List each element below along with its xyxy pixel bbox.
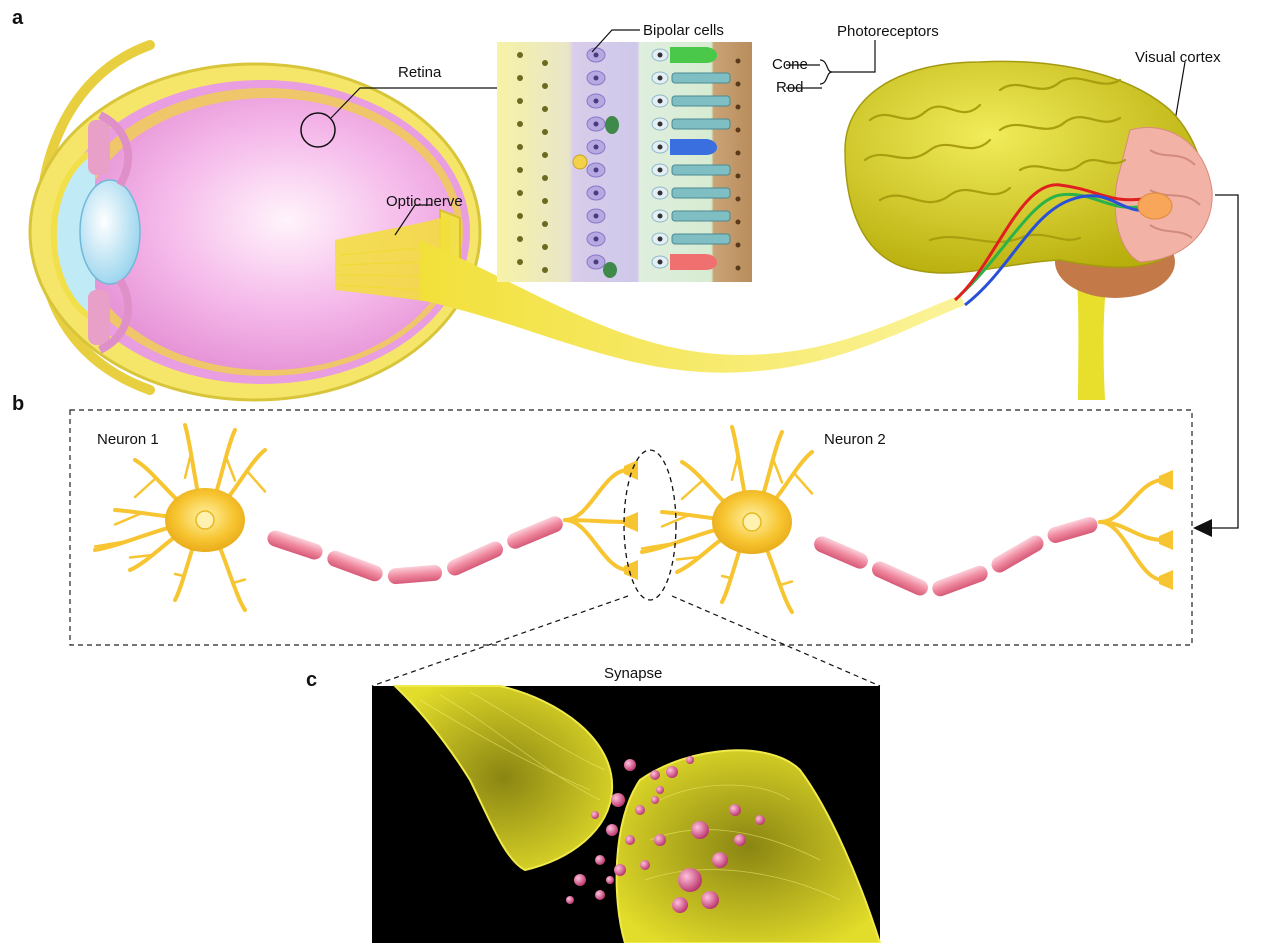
neurotransmitter-vesicle — [614, 864, 626, 876]
cortex-to-neuron-connector — [1193, 195, 1238, 537]
cone-cell — [670, 47, 717, 63]
retina-label: Retina — [398, 64, 442, 81]
myelin-segment — [325, 549, 385, 584]
myelin-segment — [444, 539, 505, 578]
neurotransmitter-vesicle — [635, 805, 645, 815]
rod-cell — [672, 119, 730, 129]
neuron-2-label: Neuron 2 — [824, 431, 886, 448]
neurotransmitter-vesicle — [650, 770, 660, 780]
neuron-1-label: Neuron 1 — [97, 431, 159, 448]
neurotransmitter-vesicle — [654, 834, 666, 846]
cone-cell — [670, 139, 717, 155]
myelin-segment — [812, 534, 871, 571]
rod-cell — [672, 165, 730, 175]
panel-b-letter: b — [12, 393, 24, 415]
myelin-segment — [265, 528, 324, 561]
neurotransmitter-vesicle — [651, 796, 659, 804]
myelin-segment — [505, 514, 566, 551]
photoreceptors-label: Photoreceptors — [837, 23, 939, 40]
neurotransmitter-vesicle — [729, 804, 741, 816]
neurotransmitter-vesicle — [640, 860, 650, 870]
cone-label: Cone — [772, 56, 808, 73]
neurotransmitter-vesicle — [691, 821, 709, 839]
neurotransmitter-vesicle — [574, 874, 586, 886]
axon-terminal — [1159, 470, 1173, 490]
rod-cell — [672, 188, 730, 198]
myelin-segment — [387, 564, 442, 584]
myelin-segment — [989, 533, 1047, 576]
neurotransmitter-vesicle — [595, 855, 605, 865]
panel-a-letter: a — [12, 7, 24, 29]
cone-cell — [670, 254, 717, 270]
bipolar-cells-label: Bipolar cells — [643, 22, 724, 39]
synapse-label: Synapse — [604, 665, 662, 682]
eye-illustration — [30, 45, 480, 400]
neurotransmitter-vesicle — [672, 897, 688, 913]
neurotransmitter-vesicle — [606, 876, 614, 884]
axon-terminal — [624, 512, 638, 532]
optic-nerve-label: Optic nerve — [386, 193, 463, 210]
neuron-2 — [642, 427, 1173, 612]
neurotransmitter-vesicle — [595, 890, 605, 900]
axon-terminal — [624, 560, 638, 580]
neurotransmitter-vesicle — [686, 756, 694, 764]
neurotransmitter-vesicle — [734, 834, 746, 846]
neurotransmitter-vesicle — [566, 896, 574, 904]
neurotransmitter-vesicle — [755, 815, 765, 825]
neurotransmitter-vesicle — [591, 811, 599, 819]
myelin-segment — [930, 564, 990, 599]
neurotransmitter-vesicle — [666, 766, 678, 778]
rod-label: Rod — [776, 79, 804, 96]
neurotransmitter-vesicle — [656, 786, 664, 794]
neuron-1 — [95, 425, 638, 610]
neurotransmitter-vesicle — [606, 824, 618, 836]
visual-cortex-label: Visual cortex — [1135, 49, 1221, 66]
axon-terminal — [1159, 530, 1173, 550]
retina-detail-inset — [497, 42, 752, 282]
panel-c-letter: c — [306, 669, 317, 691]
rod-cell — [672, 96, 730, 106]
synapse-image — [372, 686, 880, 943]
neurotransmitter-vesicle — [611, 793, 625, 807]
neurotransmitter-vesicle — [701, 891, 719, 909]
neurotransmitter-vesicle — [712, 852, 728, 868]
rod-cell — [672, 211, 730, 221]
neurotransmitter-vesicle — [678, 868, 702, 892]
rod-cell — [672, 73, 730, 83]
axon-terminal — [1159, 570, 1173, 590]
brain-illustration — [845, 61, 1212, 400]
rod-cell — [672, 234, 730, 244]
neurotransmitter-vesicle — [624, 759, 636, 771]
axon-terminal — [624, 460, 638, 480]
myelin-segment — [1046, 515, 1100, 545]
neurotransmitter-vesicle — [625, 835, 635, 845]
myelin-segment — [869, 559, 930, 598]
